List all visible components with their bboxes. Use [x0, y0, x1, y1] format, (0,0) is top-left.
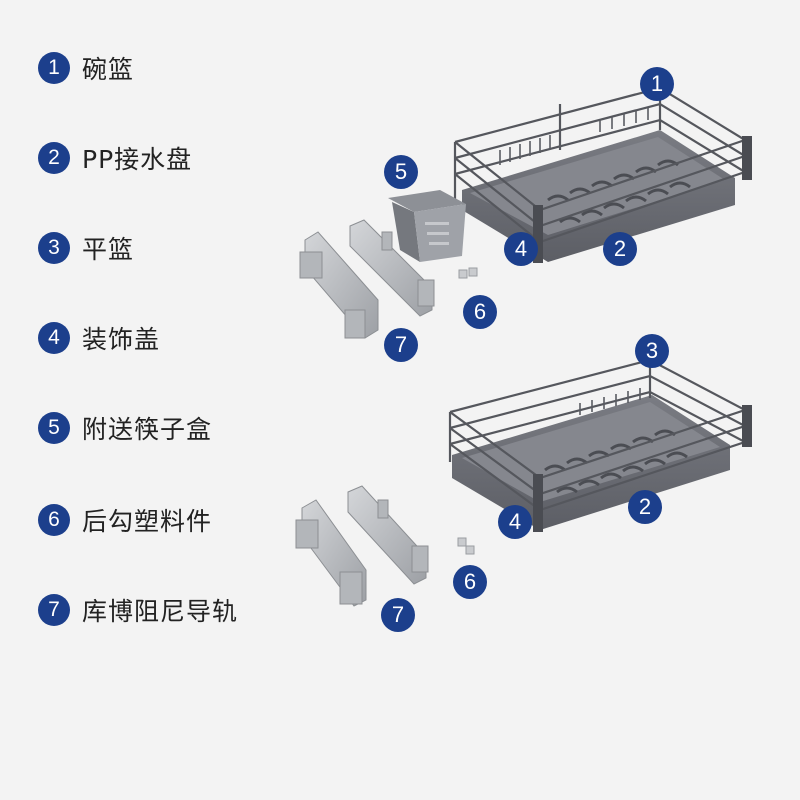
damping-rail — [295, 485, 429, 607]
rear-hook — [457, 537, 475, 555]
legend-label: 碗篮 — [82, 55, 135, 84]
callout-drip-tray: 2 — [603, 232, 637, 266]
decorative-cover — [533, 474, 543, 532]
legend-item-decorative-cover: 4 装饰盖 — [38, 318, 160, 358]
legend-item-flat-basket: 3 平篮 — [38, 228, 134, 268]
chopstick-box — [388, 190, 466, 262]
callout-flat-basket: 3 — [635, 334, 669, 368]
decorative-cover — [742, 405, 752, 447]
legend-label: 后勾塑料件 — [82, 507, 213, 536]
flat-basket — [448, 358, 752, 532]
callout-chopstick-box: 5 — [384, 155, 418, 189]
legend-label: 平篮 — [82, 235, 135, 264]
legend-item-pp-drip-tray: 2 PP接水盘 — [38, 138, 192, 178]
callout-decorative-cover: 4 — [498, 505, 532, 539]
legend-badge: 5 — [38, 412, 70, 444]
legend-label: 装饰盖 — [82, 325, 161, 354]
legend-label: 库博阻尼导轨 — [82, 597, 239, 626]
rear-hook — [458, 267, 478, 279]
bowl-basket — [453, 86, 752, 263]
legend-item-bowl-basket: 1 碗篮 — [38, 48, 134, 88]
callout-damping-rail: 7 — [384, 328, 418, 362]
callout-drip-tray: 2 — [628, 490, 662, 524]
legend-badge: 7 — [38, 594, 70, 626]
decorative-cover — [533, 205, 543, 263]
decorative-cover — [742, 136, 752, 180]
damping-rail — [299, 219, 435, 339]
legend-badge: 4 — [38, 322, 70, 354]
legend-item-chopstick-box: 5 附送筷子盒 — [38, 408, 212, 448]
callout-decorative-cover: 4 — [504, 232, 538, 266]
legend-badge: 6 — [38, 504, 70, 536]
legend-badge: 2 — [38, 142, 70, 174]
callout-bowl-basket: 1 — [640, 67, 674, 101]
callout-damping-rail: 7 — [381, 598, 415, 632]
callout-rear-hook: 6 — [453, 565, 487, 599]
legend-badge: 1 — [38, 52, 70, 84]
callout-rear-hook: 6 — [463, 295, 497, 329]
legend-badge: 3 — [38, 232, 70, 264]
legend-label: 附送筷子盒 — [82, 415, 213, 444]
legend-item-damping-rail: 7 库博阻尼导轨 — [38, 590, 238, 630]
legend-label: PP接水盘 — [82, 145, 193, 174]
legend-item-rear-hook: 6 后勾塑料件 — [38, 500, 212, 540]
